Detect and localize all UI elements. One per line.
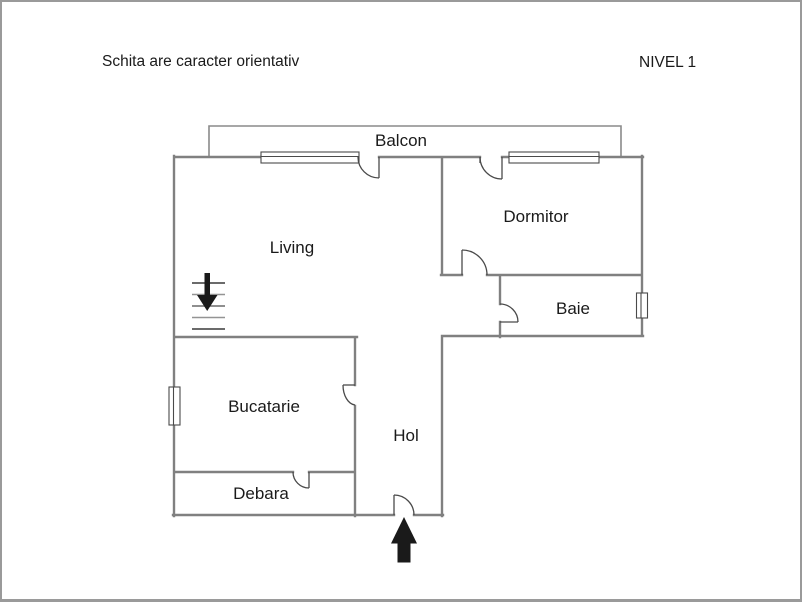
entrance-arrow-icon bbox=[391, 517, 417, 563]
stairs-down-icon bbox=[192, 273, 225, 330]
balcony-outline bbox=[208, 125, 622, 156]
room-label-living: Living bbox=[270, 238, 314, 257]
window-baie bbox=[635, 292, 649, 319]
room-label-bucatarie: Bucatarie bbox=[228, 397, 300, 416]
door-baie bbox=[499, 303, 519, 323]
room-label-debara: Debara bbox=[233, 484, 289, 503]
window-bucatarie bbox=[168, 386, 181, 426]
walls bbox=[171, 154, 645, 518]
room-label-balcon: Balcon bbox=[375, 131, 427, 150]
room-label-baie: Baie bbox=[556, 299, 590, 318]
door-debara bbox=[292, 471, 310, 489]
room-label-hol: Hol bbox=[393, 426, 419, 445]
disclaimer-text: Schita are caracter orientativ bbox=[102, 53, 300, 70]
room-label-dormitor: Dormitor bbox=[503, 207, 569, 226]
window-living bbox=[260, 151, 360, 164]
window-dormitor bbox=[508, 151, 600, 164]
door-dormitor bbox=[461, 249, 488, 276]
door-bucatarie bbox=[342, 384, 356, 406]
door-balcony-dormitor bbox=[479, 156, 503, 180]
door-entrance bbox=[393, 494, 415, 516]
door-balcony-living bbox=[357, 156, 380, 179]
level-label: NIVEL 1 bbox=[639, 54, 696, 71]
